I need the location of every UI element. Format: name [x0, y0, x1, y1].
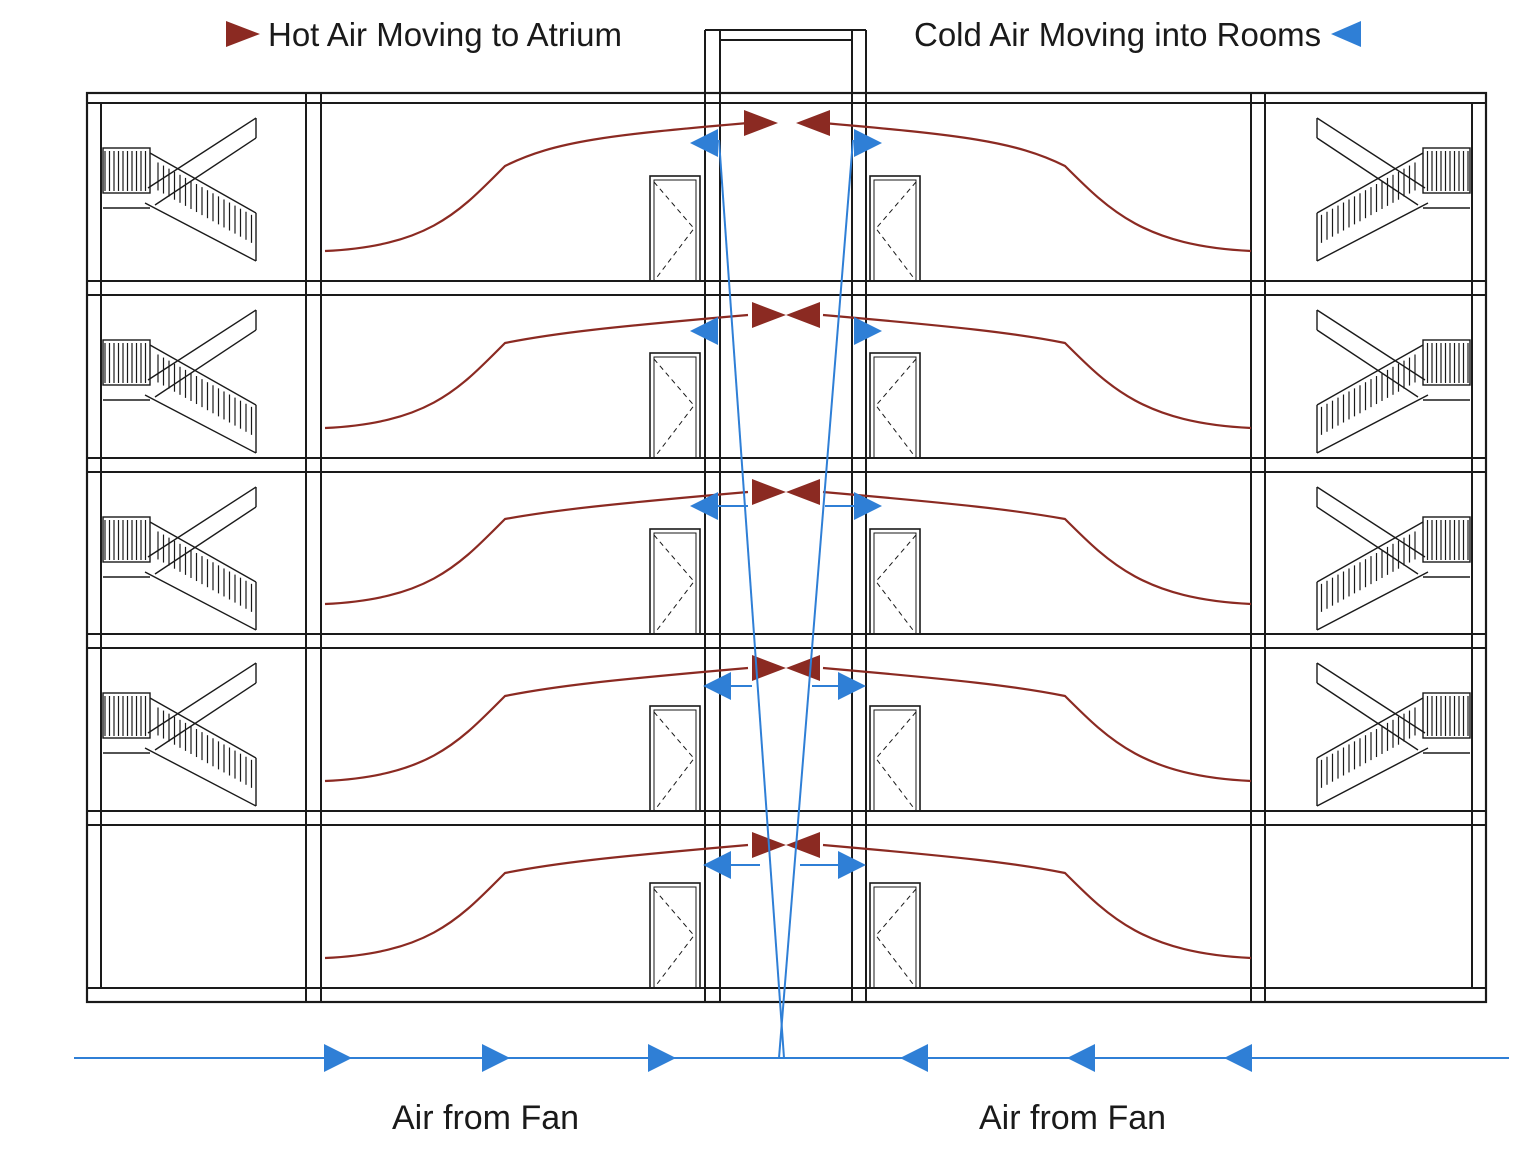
hot-air-curve-right-floor-1 — [822, 843, 1252, 960]
hot-air-arrow-icon — [786, 832, 820, 858]
door-frame-left-floor-4 — [653, 356, 697, 459]
hot-air-arrow-icon — [786, 302, 820, 328]
hot-air-arrow-icon — [744, 110, 778, 136]
door-frame-left-floor-1 — [653, 886, 697, 989]
door-swing-left-floor-3 — [653, 534, 695, 635]
door-right-floor-2 — [869, 705, 921, 812]
door-left-floor-4 — [649, 352, 701, 459]
stair-left-floor-5 — [102, 117, 257, 262]
hot-air-arrow-icon — [226, 21, 260, 48]
door-right-floor-1 — [869, 882, 921, 989]
hot-air-arrow-icon — [752, 479, 786, 505]
cold-air-arrow-icon — [690, 317, 718, 345]
door-frame-left-floor-2 — [653, 709, 697, 812]
fan-air-arrow-icon — [324, 1044, 352, 1072]
hot-air-arrow-icon — [786, 655, 820, 681]
door-frame-right-floor-2 — [873, 709, 917, 812]
cold-air-arrow-icon — [703, 672, 731, 700]
hot-air-curve-left-floor-1 — [324, 843, 749, 960]
hot-air-curve-right-floor-4 — [822, 313, 1252, 430]
door-frame-left-floor-3 — [653, 532, 697, 635]
door-swing-right-floor-5 — [875, 181, 917, 282]
door-swing-right-floor-3 — [875, 534, 917, 635]
door-swing-right-floor-1 — [875, 888, 917, 989]
fan-label-left: Air from Fan — [392, 1099, 580, 1137]
hot-air-curve-left-floor-2 — [324, 666, 749, 783]
door-right-floor-3 — [869, 528, 921, 635]
door-left-floor-5 — [649, 175, 701, 282]
cold-air-arrow-icon — [838, 851, 866, 879]
door-swing-left-floor-5 — [653, 181, 695, 282]
fan-label-right: Air from Fan — [979, 1099, 1167, 1137]
hot-air-curve-right-floor-5 — [822, 121, 1252, 253]
door-frame-right-floor-5 — [873, 179, 917, 282]
hot-air-arrow-icon — [752, 655, 786, 681]
stair-right-floor-4 — [1316, 309, 1471, 454]
hot-air-arrow-icon — [786, 479, 820, 505]
building-structure — [85, 29, 1488, 1004]
fan-air-arrow-icon — [482, 1044, 510, 1072]
cold-air-flow — [74, 129, 1509, 1072]
door-swing-right-floor-4 — [875, 358, 917, 459]
door-frame-left-floor-5 — [653, 179, 697, 282]
doors-group — [649, 175, 921, 989]
door-swing-left-floor-2 — [653, 711, 695, 812]
stair-left-floor-2 — [102, 662, 257, 807]
hot-air-curve-left-floor-3 — [324, 490, 749, 606]
cold-air-arrow-icon — [690, 492, 718, 520]
hot-air-curve-right-floor-2 — [822, 666, 1252, 783]
legend-hot-label: Hot Air Moving to Atrium — [268, 16, 622, 53]
stairs-group — [102, 117, 1471, 807]
cold-air-arrow-icon — [690, 129, 718, 157]
building-outline — [85, 91, 1488, 1004]
cold-air-arrow-icon — [838, 672, 866, 700]
door-frame-right-floor-1 — [873, 886, 917, 989]
fan-air-arrow-icon — [1224, 1044, 1252, 1072]
cold-air-arrow-icon — [854, 317, 882, 345]
cold-air-arrow-icon — [854, 129, 882, 157]
legend-hot-air: Hot Air Moving to Atrium — [226, 18, 622, 51]
cold-air-arrow-icon — [703, 851, 731, 879]
stair-right-floor-3 — [1316, 486, 1471, 631]
cold-air-duct-right — [778, 139, 854, 1059]
door-right-floor-4 — [869, 352, 921, 459]
hot-air-arrow-icon — [796, 110, 830, 136]
door-frame-right-floor-4 — [873, 356, 917, 459]
door-left-floor-2 — [649, 705, 701, 812]
stair-left-floor-4 — [102, 309, 257, 454]
fan-air-arrow-icon — [648, 1044, 676, 1072]
fan-air-arrow-icon — [1067, 1044, 1095, 1072]
hot-air-curve-left-floor-4 — [324, 313, 749, 430]
door-swing-left-floor-1 — [653, 888, 695, 989]
stair-right-floor-5 — [1316, 117, 1471, 262]
cold-air-arrow-icon — [854, 492, 882, 520]
door-left-floor-1 — [649, 882, 701, 989]
door-swing-right-floor-2 — [875, 711, 917, 812]
cold-air-arrow-icon — [1331, 21, 1362, 48]
hot-air-arrow-icon — [752, 302, 786, 328]
stair-left-floor-3 — [102, 486, 257, 631]
fan-air-arrow-icon — [900, 1044, 928, 1072]
door-swing-left-floor-4 — [653, 358, 695, 459]
legend-cold-air: Cold Air Moving into Rooms — [914, 16, 1362, 53]
stair-right-floor-2 — [1316, 662, 1471, 807]
legend-cold-label: Cold Air Moving into Rooms — [914, 16, 1322, 53]
hot-air-curve-right-floor-3 — [822, 490, 1252, 606]
door-left-floor-3 — [649, 528, 701, 635]
cold-air-duct-left — [718, 139, 785, 1059]
door-right-floor-5 — [869, 175, 921, 282]
hot-air-flow — [324, 110, 1252, 960]
door-frame-right-floor-3 — [873, 532, 917, 635]
hot-air-curve-left-floor-5 — [324, 121, 749, 253]
